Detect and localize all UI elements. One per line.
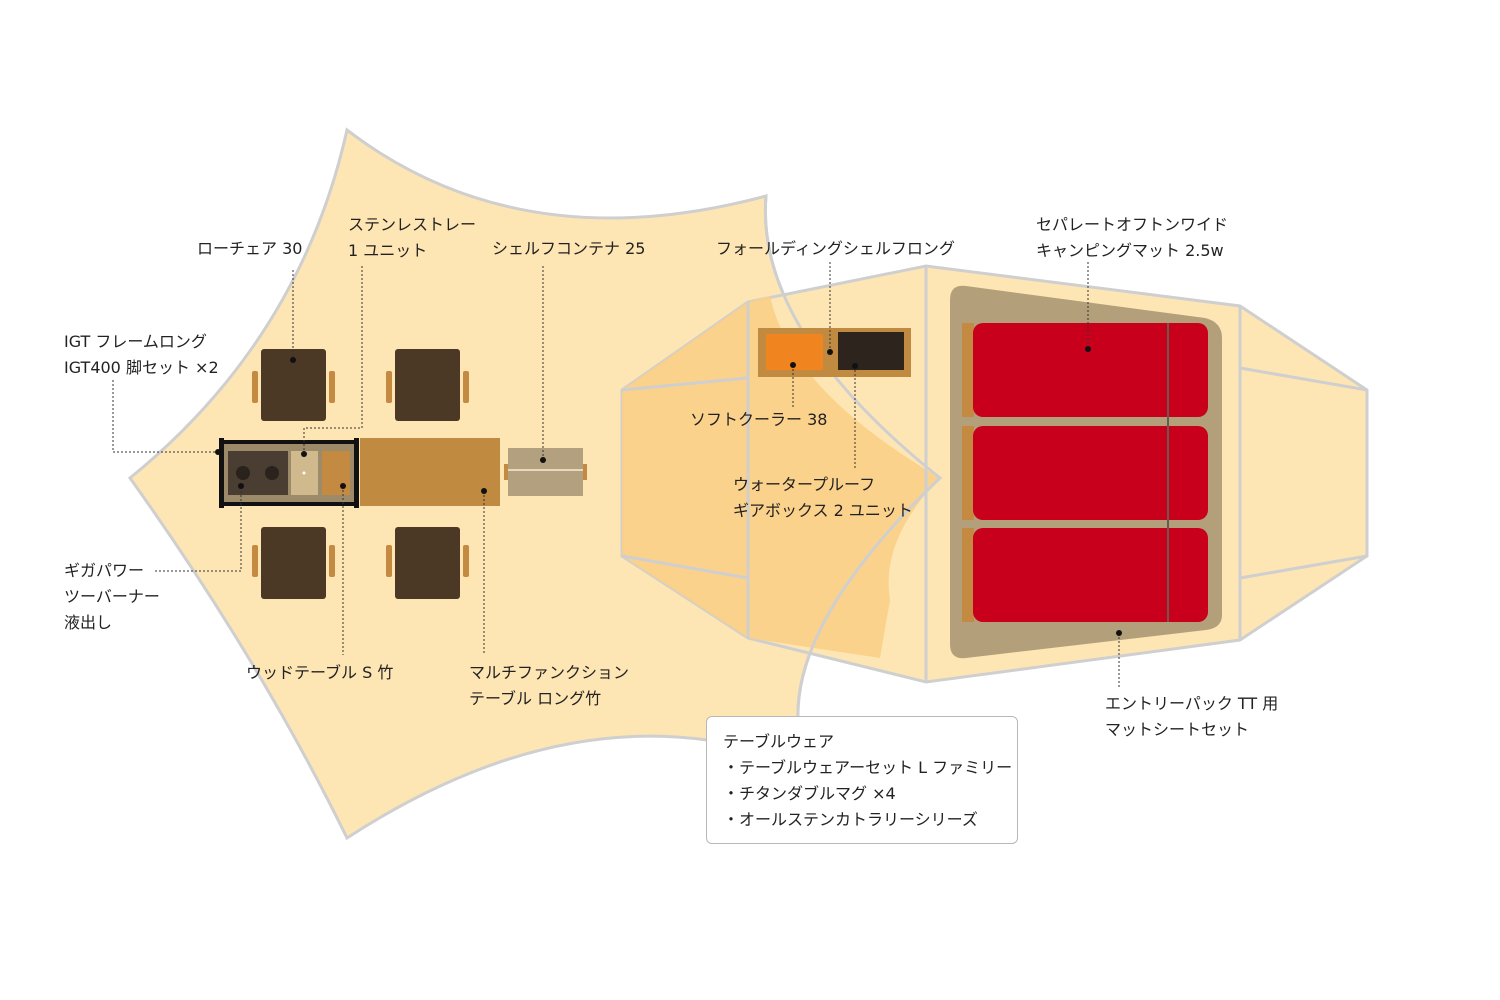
tent-panel-lines [621, 266, 1368, 682]
chair-top-right [386, 349, 469, 421]
gear-box [838, 332, 904, 370]
label-steel-tray: ステンレストレー 1 ユニット [348, 215, 477, 260]
tableware-item: ・チタンダブルマグ ×4 [723, 784, 896, 803]
tableware-box: テーブルウェア ・テーブルウェアーセット L ファミリー ・チタンダブルマグ ×… [706, 716, 1018, 844]
mat-1 [973, 323, 1208, 417]
label-multi-table: マルチファンクション テーブル ロング竹 [469, 663, 630, 708]
label-folding-shelf: フォールディングシェルフロング [716, 239, 955, 258]
label-entry-pack: エントリーパック TT 用 マットシートセット [1105, 694, 1279, 739]
folding-shelf [758, 328, 911, 377]
mat-2 [973, 426, 1208, 520]
label-giga-power: ギガパワー ツーバーナー 液出し [64, 561, 160, 632]
mat-3 [973, 528, 1208, 622]
label-soft-cooler: ソフトクーラー 38 [690, 410, 828, 429]
tableware-item: ・テーブルウェアーセット L ファミリー [723, 758, 1013, 777]
leader-dots [215, 346, 1122, 636]
label-wood-table: ウッドテーブル S 竹 [246, 663, 394, 682]
shelf-container [504, 448, 587, 496]
chair-bottom-left [252, 527, 335, 599]
label-igt-frame: IGT フレームロング IGT400 脚セット ×2 [64, 332, 219, 377]
label-low-chair: ローチェア 30 [197, 239, 303, 258]
tarp-edge-over-tent [763, 195, 943, 768]
low-chairs [252, 349, 469, 599]
igt-frame [219, 438, 359, 508]
futon-mats [962, 323, 1208, 622]
wood-table-s [322, 451, 350, 495]
chair-bottom-right [386, 527, 469, 599]
label-futon-mat: セパレートオフトンワイド キャンピングマット 2.5w [1036, 215, 1229, 260]
tableware-title: テーブルウェア [723, 732, 835, 751]
leader-lines [112, 262, 1120, 688]
tableware-item: ・オールステンカトラリーシリーズ [723, 810, 978, 829]
multi-function-table [360, 438, 500, 506]
label-shelf-container: シェルフコンテナ 25 [492, 239, 646, 258]
chair-top-left [252, 349, 335, 421]
label-gear-box: ウォータープルーフ ギアボックス 2 ユニット [733, 475, 913, 520]
